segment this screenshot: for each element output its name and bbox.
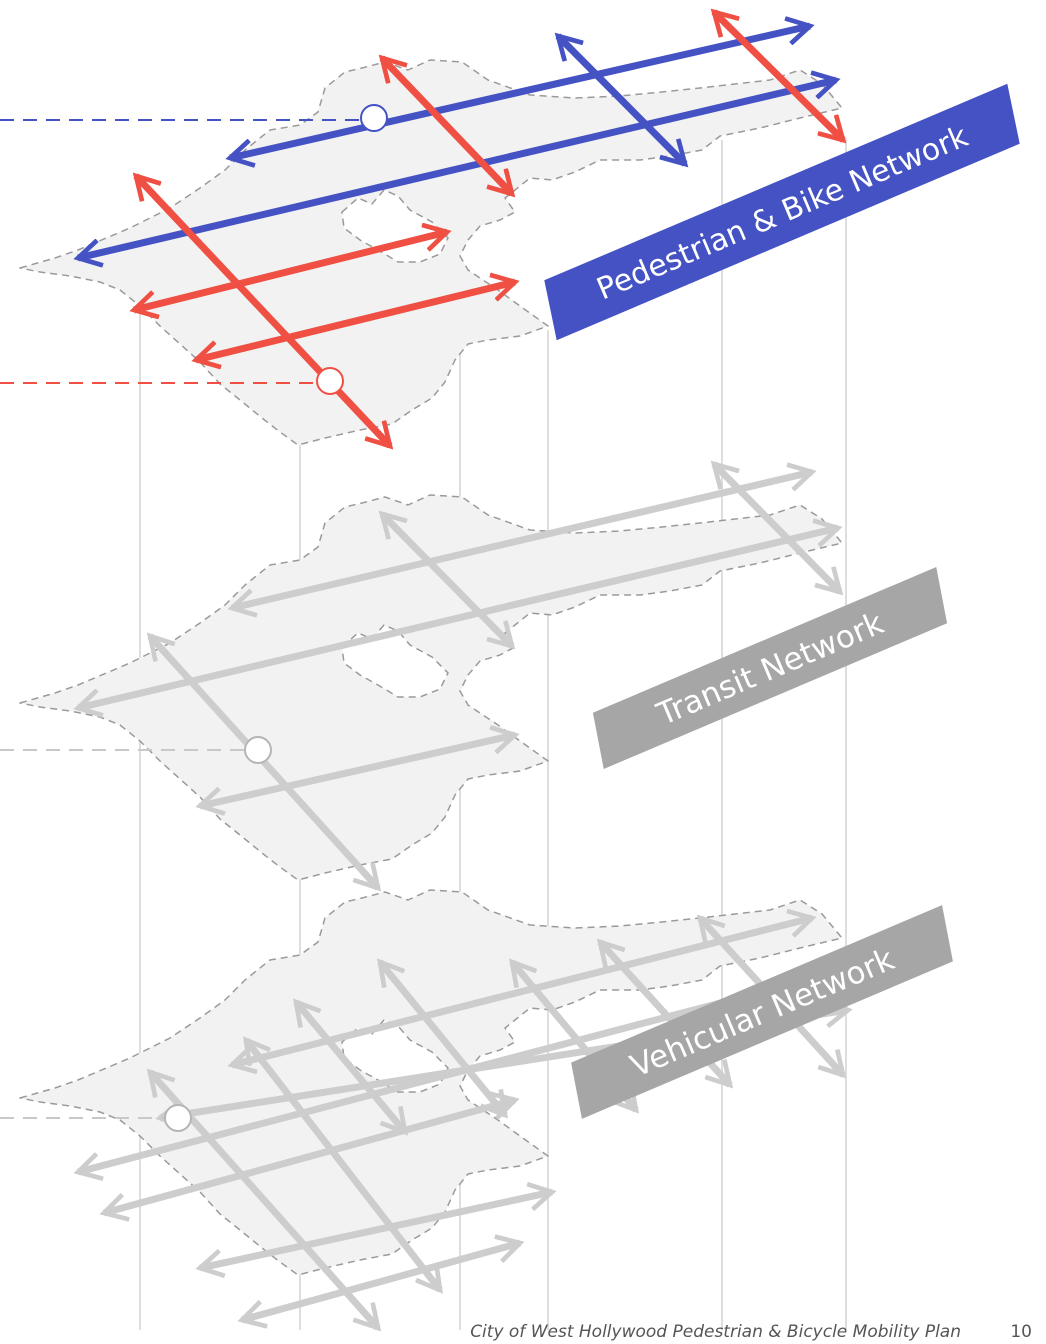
transit-street-arrows xyxy=(78,464,840,888)
page-footer: City of West Hollywood Pedestrian & Bicy… xyxy=(0,1322,1046,1344)
transit-intersection-node xyxy=(244,736,272,764)
pedestrian-route-arrow xyxy=(196,282,515,360)
layer-banner-background xyxy=(571,905,953,1119)
vehicular-ns-arrow xyxy=(246,1040,440,1290)
footer-document-title: City of West Hollywood Pedestrian & Bicy… xyxy=(470,1322,961,1342)
layer-banner-background xyxy=(592,567,948,769)
transit-ns-arrow xyxy=(714,464,840,592)
layer-label: Transit Network xyxy=(651,605,889,733)
pedestrian-route-arrow xyxy=(382,58,512,194)
pedestrian-route-arrow xyxy=(134,232,447,310)
vehicular-intersection-node xyxy=(164,1104,192,1132)
transit-network-banner: Transit Network xyxy=(592,567,948,769)
pedestrian-intersection-node xyxy=(316,367,344,395)
bike-intersection-node xyxy=(360,104,388,132)
vehicular-ns-arrow xyxy=(380,962,505,1115)
transit-ns-arrow xyxy=(382,514,512,646)
bike-route-arrow xyxy=(558,36,685,164)
footer-page-number: 10 xyxy=(1010,1322,1032,1342)
pedestrian-bike-arrows xyxy=(78,12,843,446)
pedestrian-route-arrow xyxy=(714,12,843,140)
layer-banner-background xyxy=(544,83,1020,341)
